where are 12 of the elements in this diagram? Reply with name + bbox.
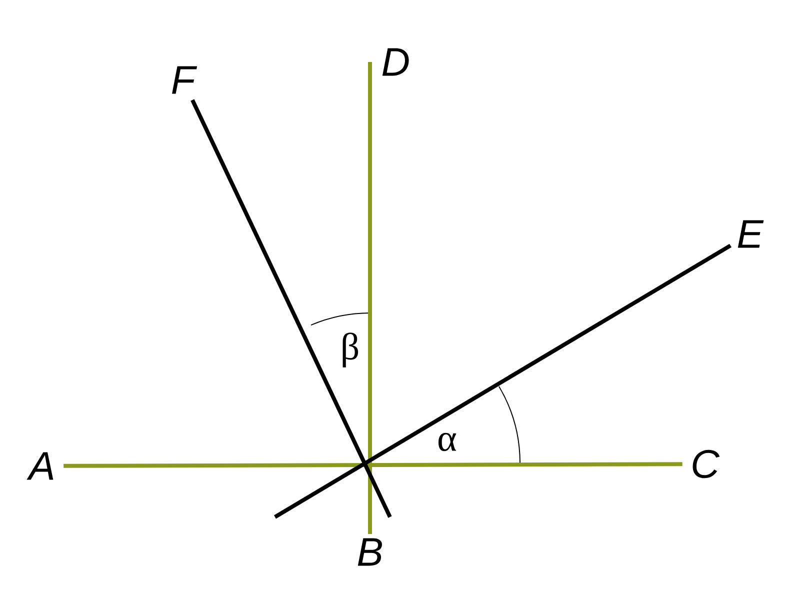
angle-label: β [342,332,358,368]
point-label: F [172,66,198,94]
angle-label: α [438,432,456,452]
point-label: E [738,220,764,248]
point-label: A [26,452,54,480]
point-label: B [358,538,382,566]
line [368,62,372,534]
line [274,244,732,519]
point-label: D [382,48,409,76]
line [64,462,682,468]
point-label: C [692,450,720,478]
line [190,99,392,518]
